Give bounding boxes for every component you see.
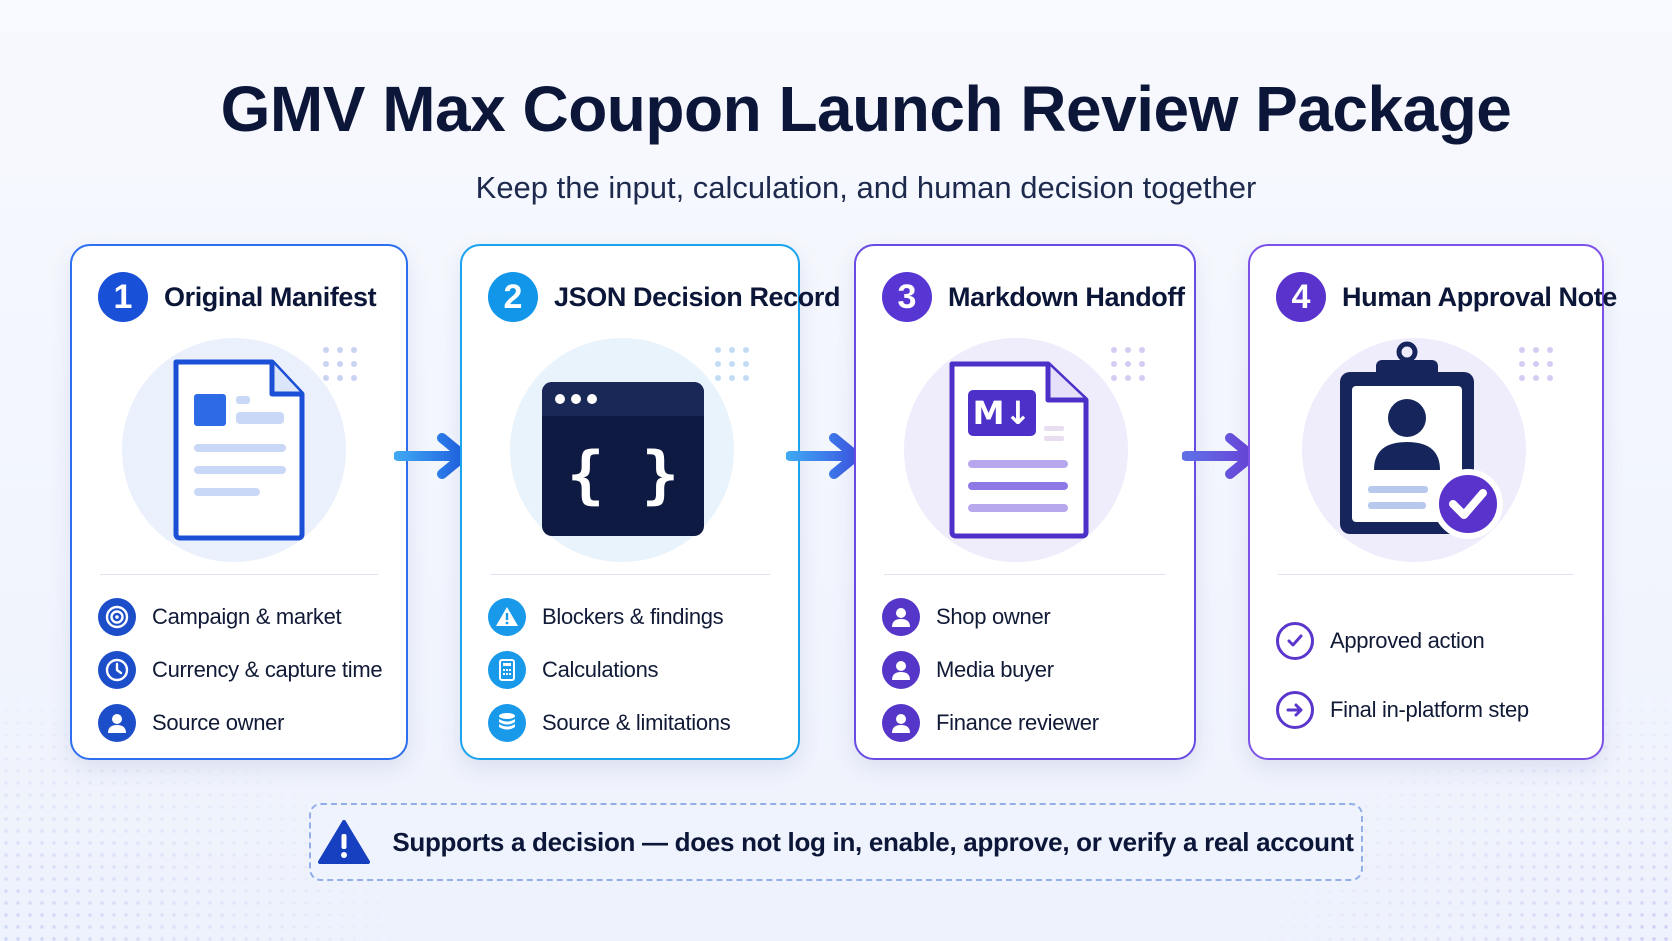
list-item: Shop owner	[882, 590, 1099, 643]
step-card-json-decision-record: 2 JSON Decision Record { } Blockers & fi…	[460, 244, 840, 760]
item-label: Calculations	[542, 656, 659, 682]
warning-icon	[488, 597, 526, 636]
user-icon	[882, 597, 920, 636]
step-number-badge: 2	[488, 272, 538, 322]
list-item: Calculations	[488, 643, 730, 696]
step-number-badge: 1	[98, 272, 148, 322]
item-label: Source owner	[152, 709, 285, 735]
item-label: Media buyer	[936, 656, 1054, 682]
disclaimer-notice: Supports a decision — does not log in, e…	[309, 803, 1363, 881]
divider	[1278, 574, 1574, 575]
step-items: Approved action Final in-platform step	[1276, 606, 1529, 744]
step-card-human-approval-note: 4 Human Approval Note Approved action	[1248, 244, 1617, 760]
step-title: Original Manifest	[164, 281, 377, 312]
divider	[884, 574, 1166, 575]
list-item: Blockers & findings	[488, 590, 730, 643]
list-item: Media buyer	[882, 643, 1099, 696]
step-number-badge: 3	[882, 272, 932, 322]
hero-illustration	[1302, 338, 1526, 562]
disclaimer-text: Supports a decision — does not log in, e…	[392, 826, 1354, 857]
list-item: Currency & capture time	[98, 643, 383, 696]
divider	[490, 574, 770, 575]
item-label: Campaign & market	[152, 603, 342, 629]
user-icon	[882, 650, 920, 689]
dot-grid-icon	[715, 347, 749, 381]
item-label: Final in-platform step	[1330, 696, 1529, 722]
markdown-document-icon: M↓	[949, 361, 1089, 539]
page-title: GMV Max Coupon Launch Review Package	[220, 73, 1512, 145]
list-item: Source & limitations	[488, 696, 731, 749]
hero-illustration	[122, 338, 346, 562]
step-number-badge: 4	[1276, 272, 1326, 322]
list-item: Approved action	[1276, 606, 1529, 675]
hero-illustration: { }	[510, 338, 734, 562]
item-label: Finance reviewer	[936, 709, 1099, 735]
step-items: Shop owner Media buyer Finance reviewer	[882, 590, 1099, 749]
item-label: Shop owner	[936, 603, 1051, 629]
item-label: Approved action	[1330, 627, 1485, 653]
user-icon	[98, 703, 136, 742]
check-circle-icon	[1276, 621, 1314, 660]
clipboard-approval-icon	[1340, 341, 1503, 539]
clock-icon	[98, 650, 136, 689]
step-card-original-manifest: 1 Original Manifest Campaign & market	[70, 244, 408, 760]
step-title: JSON Decision Record	[554, 281, 841, 312]
page-subtitle: Keep the input, calculation, and human d…	[475, 170, 1257, 205]
list-item: Campaign & market	[98, 590, 382, 643]
code-braces: { }	[567, 438, 679, 511]
arrow-right-circle-icon	[1276, 690, 1314, 729]
user-icon	[882, 703, 920, 742]
calculator-icon	[488, 650, 526, 689]
step-title: Human Approval Note	[1342, 281, 1617, 312]
hero-illustration: M↓	[904, 338, 1128, 562]
target-icon	[98, 597, 136, 636]
item-label: Currency & capture time	[152, 656, 383, 682]
document-icon	[173, 359, 305, 541]
step-title: Markdown Handoff	[948, 281, 1185, 312]
list-item: Finance reviewer	[882, 696, 1099, 749]
list-item: Final in-platform step	[1276, 675, 1529, 744]
dot-grid-icon	[1519, 347, 1553, 381]
item-label: Blockers & findings	[542, 603, 724, 629]
code-window-icon: { }	[542, 382, 704, 536]
database-icon	[488, 703, 526, 742]
list-item: Source owner	[98, 696, 382, 749]
step-items: Blockers & findings Calculations Source …	[488, 590, 731, 749]
warning-triangle-icon	[318, 820, 371, 864]
divider	[100, 574, 378, 575]
item-label: Source & limitations	[542, 709, 731, 735]
markdown-badge-text: M↓	[973, 394, 1032, 432]
dot-grid-icon	[1111, 347, 1145, 381]
dot-grid-icon	[323, 347, 357, 381]
step-items: Campaign & market Currency & capture tim…	[98, 590, 383, 749]
step-card-markdown-handoff: 3 Markdown Handoff M↓ Shop owner	[854, 244, 1196, 760]
